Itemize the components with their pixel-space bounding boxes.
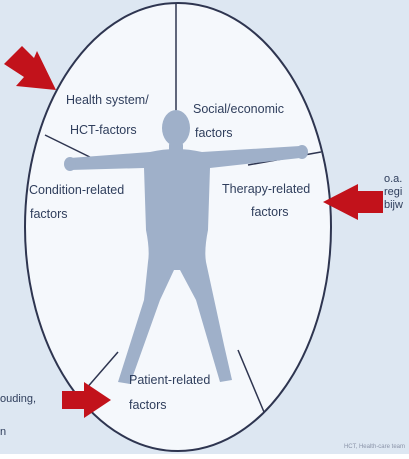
label-health-system-line1: Health system/: [66, 93, 149, 107]
label-therapy-line1: Therapy-related: [222, 182, 310, 196]
label-patient-line2: factors: [129, 398, 167, 412]
left-note-line2: n: [0, 426, 7, 438]
left-note-line1: ouding,: [0, 393, 37, 405]
label-health-system-line2: HCT-factors: [70, 123, 137, 137]
arrow-icon: [4, 46, 56, 90]
label-therapy-line2: factors: [251, 205, 289, 219]
arrow-icon: [323, 184, 383, 220]
right-note-line2: regi: [384, 186, 403, 198]
label-social-economic-line2: factors: [195, 126, 233, 140]
label-condition-line1: Condition-related: [29, 183, 124, 197]
label-social-economic-line1: Social/economic: [193, 102, 284, 116]
arrow-icon: [62, 382, 111, 418]
right-note-line1: o.a.: [384, 173, 403, 185]
divider-lower-right: [237, 349, 265, 413]
label-patient-line1: Patient-related: [129, 373, 210, 387]
right-note-line3: bijw: [384, 199, 403, 211]
label-condition-line2: factors: [30, 207, 68, 221]
credit-text: HCT, Health-care team: [343, 444, 405, 450]
divider-lower-left: [84, 351, 119, 391]
human-figure-icon: [64, 110, 308, 384]
